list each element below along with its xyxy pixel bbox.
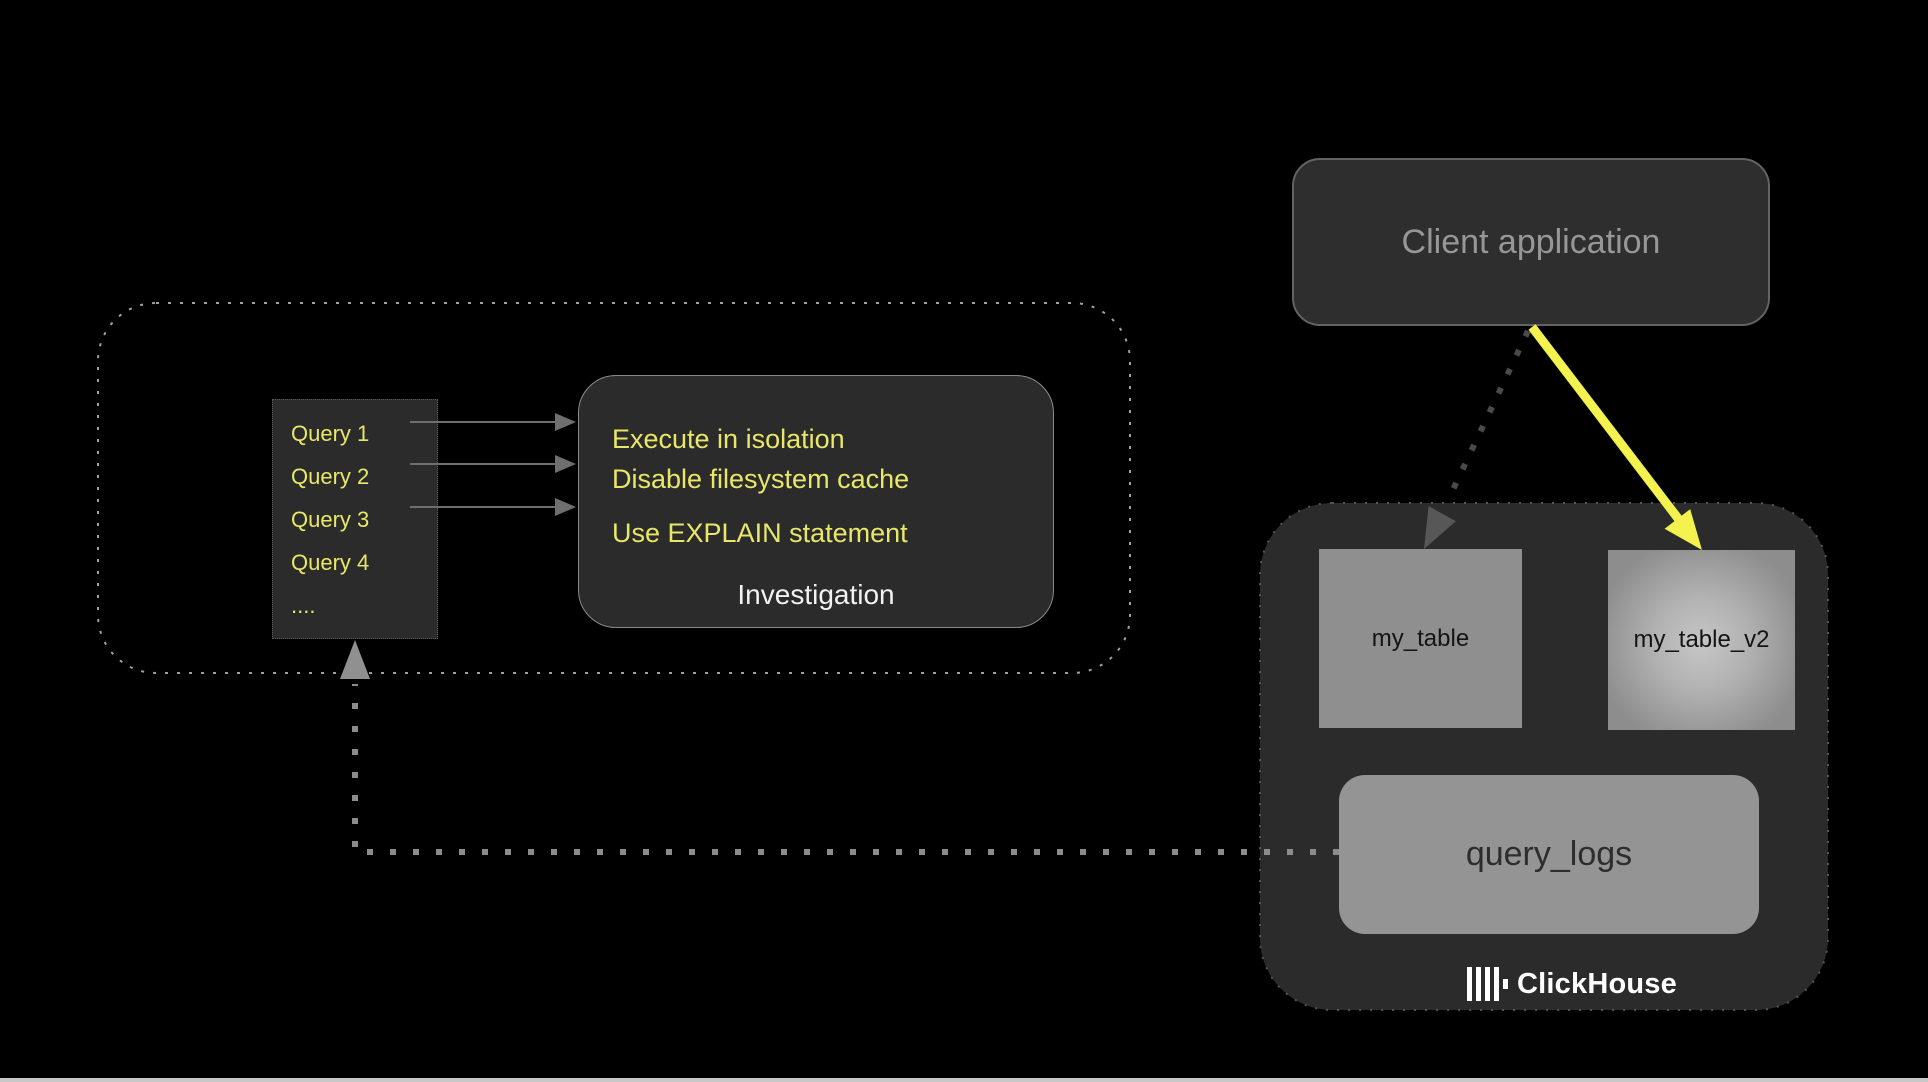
query-logs-box: query_logs: [1339, 775, 1759, 934]
arrow-head: [555, 498, 576, 516]
investigation-tips: Execute in isolation Disable filesystem …: [612, 419, 909, 553]
query-list-box: Query 1 Query 2 Query 3 Query 4 ....: [272, 399, 438, 639]
query-list-item: Query 2: [291, 464, 370, 489]
investigation-tip: Execute in isolation: [612, 424, 845, 454]
yellow-arrow-line: [1528, 324, 1684, 524]
query-list-item: Query 3: [291, 507, 370, 532]
query-list-item-ellipsis: ....: [291, 593, 316, 618]
feedback-dotted-line: [352, 684, 1339, 855]
arrow-head: [555, 455, 576, 473]
my-table-label: my_table: [1371, 624, 1470, 652]
my-table-v2-label: my_table_v2: [1633, 626, 1770, 653]
clickhouse-brand-text: ClickHouse: [1517, 967, 1677, 1000]
query-logs-feedback-connector: [340, 640, 1339, 855]
logo-bar: [1485, 967, 1490, 1001]
logo-dot: [1503, 979, 1508, 989]
investigation-box-title: Investigation: [737, 579, 895, 610]
investigation-tip: Use EXPLAIN statement: [612, 518, 908, 548]
logo-bar: [1494, 967, 1499, 1001]
query-list-item: Query 4: [291, 550, 370, 575]
investigation-box: Execute in isolation Disable filesystem …: [578, 375, 1054, 628]
arrow-head: [555, 413, 576, 431]
my-table-v2-box: my_table_v2: [1608, 550, 1795, 730]
logo-bar: [1467, 967, 1472, 1001]
feedback-arrow-head: [340, 640, 370, 679]
client-application-box: Client application: [1292, 158, 1770, 326]
logo-bar: [1476, 967, 1481, 1001]
clickhouse-logo-bars-icon: [1467, 963, 1508, 1005]
investigation-tip: Disable filesystem cache: [612, 464, 910, 494]
dotted-arrow-line: [1446, 329, 1531, 500]
client-application-label: Client application: [1401, 222, 1661, 261]
my-table-box: my_table: [1319, 549, 1522, 728]
clickhouse-logo: ClickHouse: [1467, 963, 1677, 1005]
query-list-item: Query 1: [291, 421, 370, 446]
query-logs-label: query_logs: [1465, 835, 1633, 873]
bottom-edge-strip: [0, 1078, 1928, 1082]
